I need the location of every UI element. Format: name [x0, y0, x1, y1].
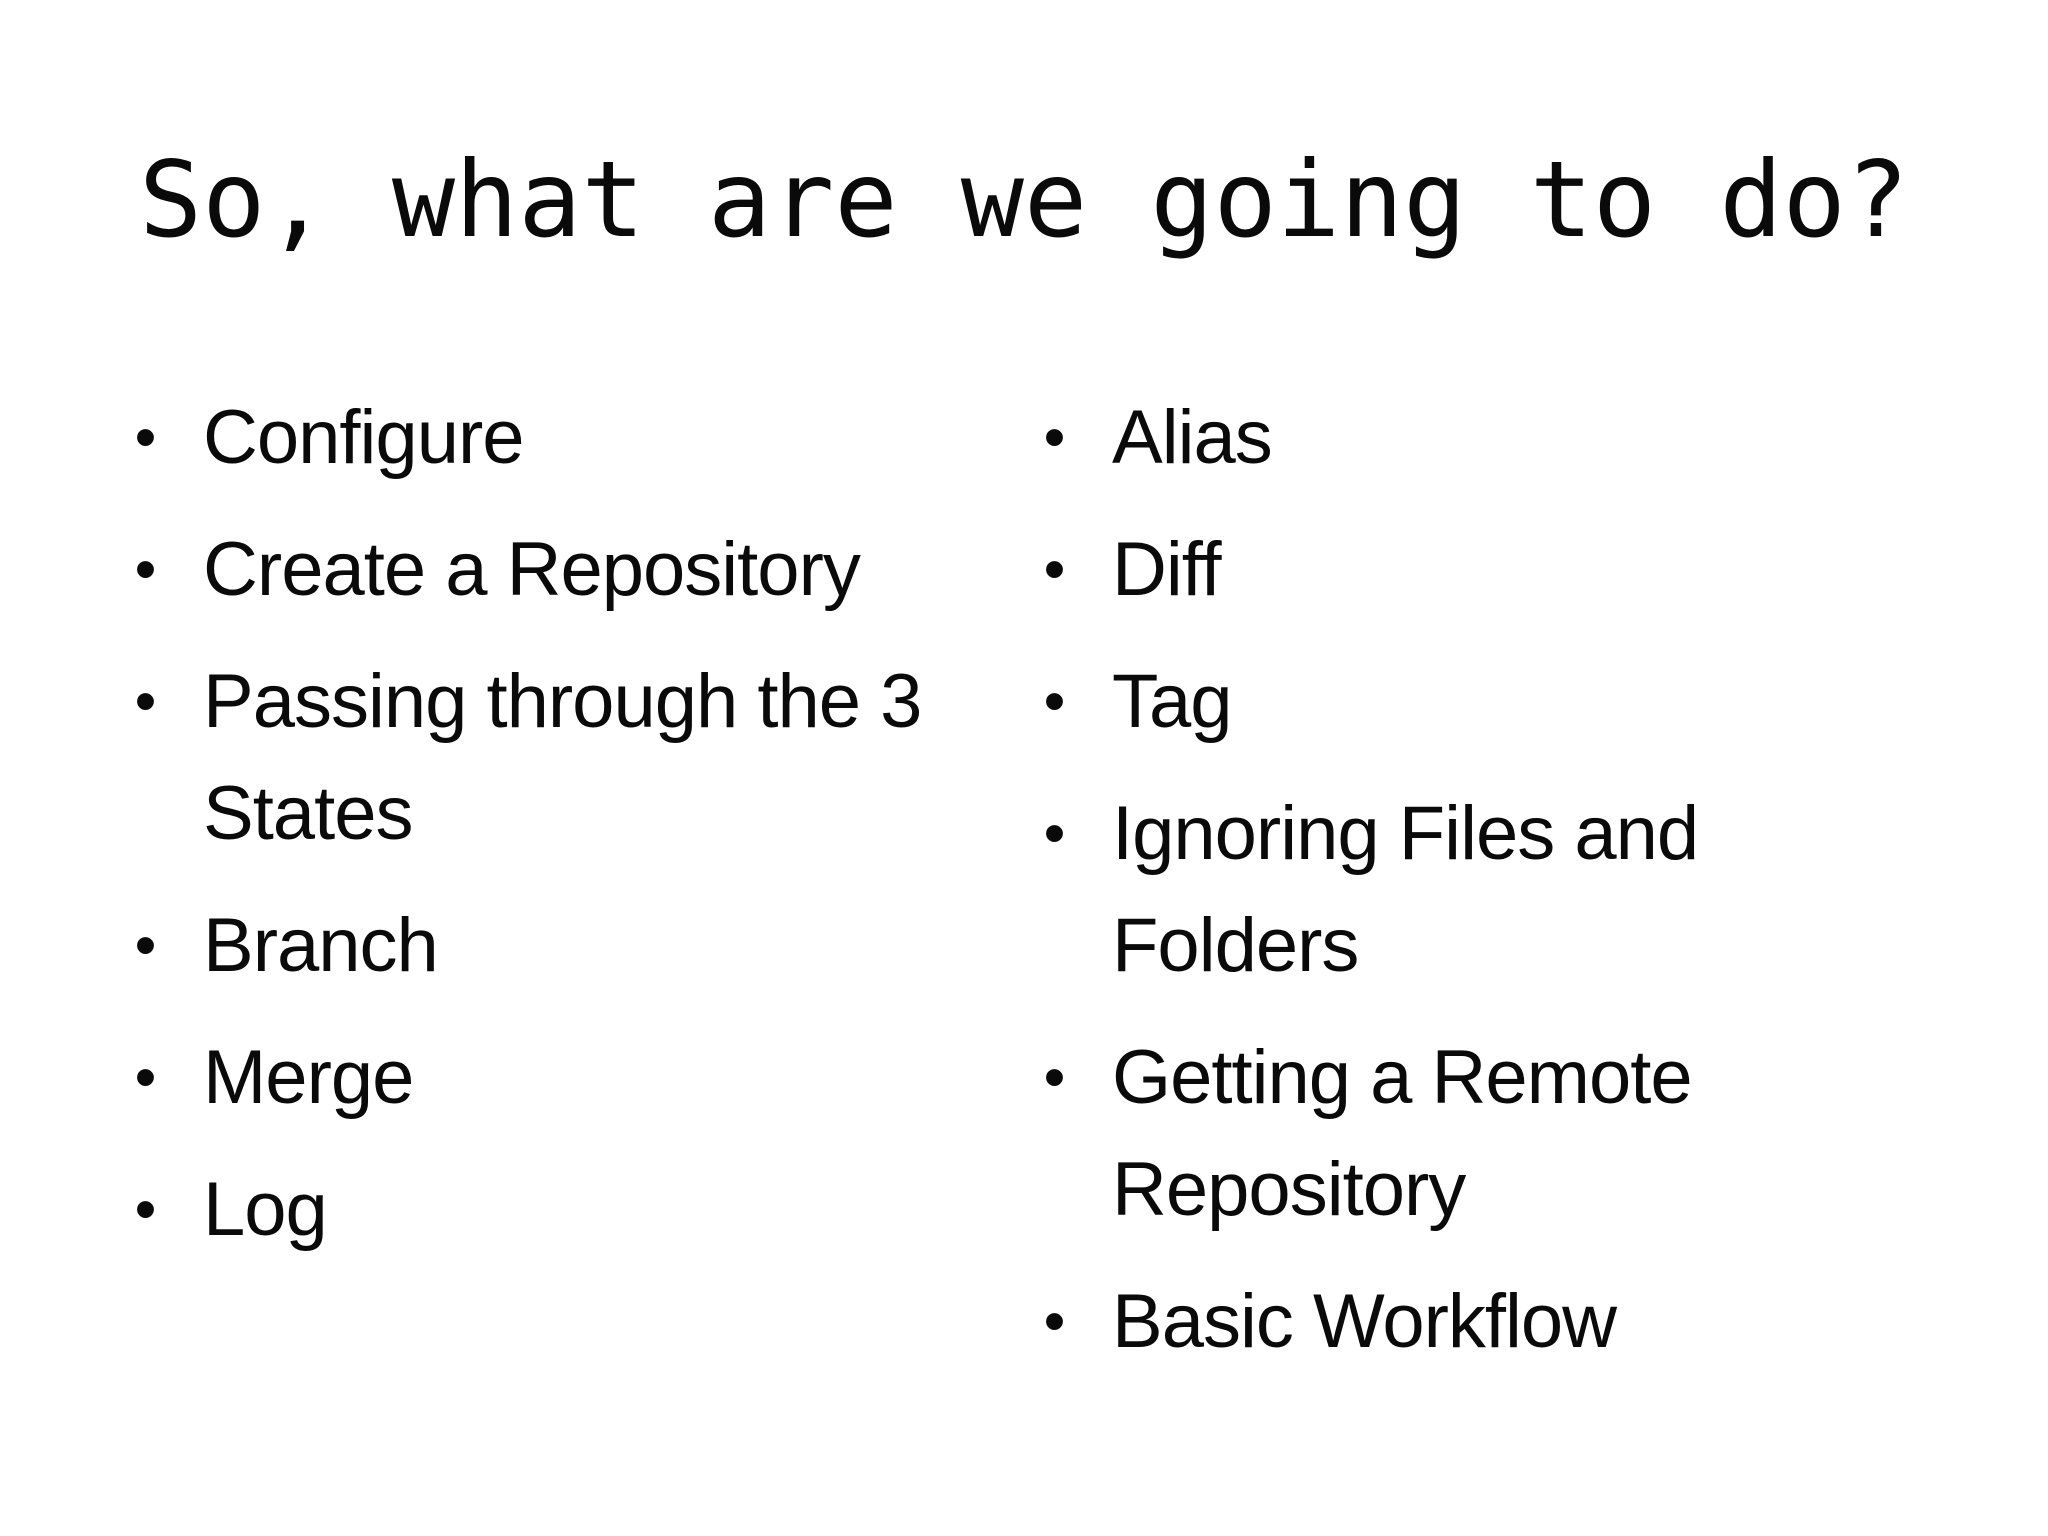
list-item: • Log [125, 1154, 1025, 1266]
list-item: • Getting a Remote Repository [1034, 1022, 1934, 1246]
list-item: • Create a Repository [125, 514, 1025, 626]
list-item-label: Branch [203, 903, 439, 988]
list-item: • Alias [1034, 382, 1934, 494]
list-item-label: Create a Repository [203, 527, 861, 612]
list-item: • Merge [125, 1022, 1025, 1134]
bullet-icon: • [134, 911, 157, 980]
list-item-label: Getting a Remote Repository [1112, 1035, 1693, 1232]
list-item-label: Configure [203, 395, 525, 480]
bullet-icon: • [1043, 403, 1066, 472]
list-item: • Configure [125, 382, 1025, 494]
bullet-icon: • [134, 535, 157, 604]
bullet-icon: • [1043, 799, 1066, 868]
bullet-icon: • [134, 667, 157, 736]
list-item-label: Diff [1112, 527, 1222, 612]
bullet-icon: • [134, 403, 157, 472]
list-item-label: Basic Workflow [1112, 1279, 1617, 1364]
bullet-icon: • [134, 1043, 157, 1112]
list-item-label: Ignoring Files and Folders [1112, 791, 1699, 988]
list-item: • Basic Workflow [1034, 1266, 1934, 1378]
bullet-icon: • [1043, 667, 1066, 736]
list-item: • Ignoring Files and Folders [1034, 778, 1934, 1002]
bullet-icon: • [1043, 1287, 1066, 1356]
slide-title: So, what are we going to do? [138, 139, 1910, 261]
list-item-label: Passing through the 3 States [203, 659, 922, 856]
bullet-icon: • [134, 1175, 157, 1244]
bullet-list-right: • Alias • Diff • Tag • Ignoring Files an… [1034, 382, 1934, 1398]
bullet-icon: • [1043, 535, 1066, 604]
list-item: • Diff [1034, 514, 1934, 626]
list-item-label: Merge [203, 1035, 414, 1120]
list-item: • Tag [1034, 646, 1934, 758]
bullet-list-left: • Configure • Create a Repository • Pass… [125, 382, 1025, 1286]
list-item-label: Log [203, 1167, 328, 1252]
bullet-icon: • [1043, 1043, 1066, 1112]
list-item: • Passing through the 3 States [125, 646, 1025, 870]
list-item: • Branch [125, 890, 1025, 1002]
list-item-label: Tag [1112, 659, 1233, 744]
list-item-label: Alias [1112, 395, 1273, 480]
